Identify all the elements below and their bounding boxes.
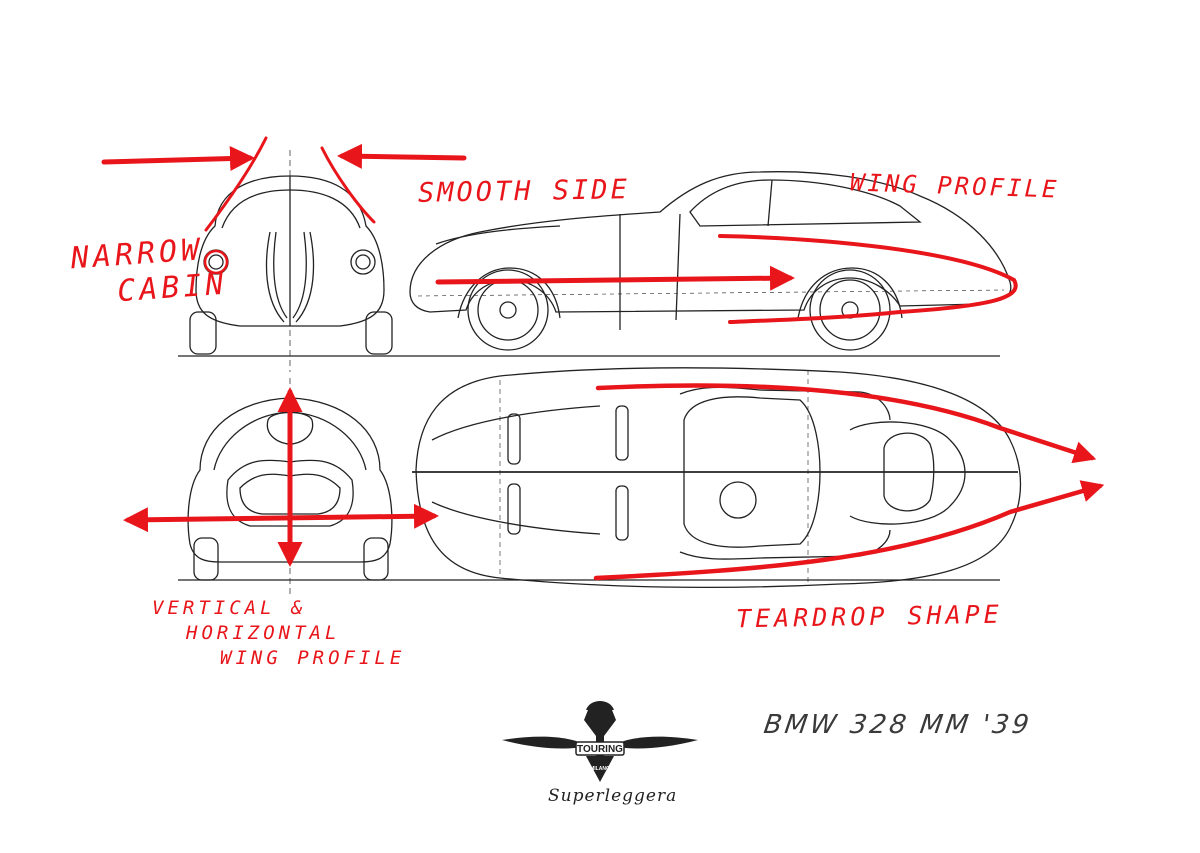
brand-wordmark: Superleggera	[548, 786, 678, 806]
car-line-drawings	[178, 150, 1022, 596]
annotation-teardrop-shape: TEARDROP SHAPE	[735, 599, 1003, 634]
model-caption: BMW 328 MM '39	[761, 710, 1034, 740]
logo-crown-t	[584, 710, 616, 768]
logo-badge-text: TOURING	[577, 744, 623, 755]
horizontal-arrow	[123, 503, 439, 533]
annotation-vertical-horizontal: VERTICAL & HORIZONTAL WING PROFILE	[152, 596, 405, 671]
side-wing-profile-curve	[718, 234, 1018, 324]
logo-left-wing	[502, 736, 588, 749]
left-inward-arrow	[101, 146, 255, 172]
teardrop-upper-arrow	[595, 383, 1097, 464]
annotation-vertical-line1: VERTICAL &	[152, 597, 307, 619]
logo-badge-sub: MILANO	[590, 766, 610, 772]
top-view	[412, 367, 1022, 589]
logo-right-wing	[612, 736, 698, 749]
annotation-wing-profile: WING PROFILE	[849, 168, 1060, 204]
annotation-narrow-cabin: NARROW CABIN	[70, 231, 229, 314]
annotation-vertical-line2: HORIZONTAL	[186, 622, 341, 644]
right-inward-arrow	[337, 143, 467, 169]
logo-badge-plate	[575, 741, 625, 756]
red-annotation-strokes	[101, 136, 1105, 581]
annotation-vertical-line3: WING PROFILE	[220, 647, 406, 669]
annotation-smooth-side: SMOOTH SIDE	[417, 174, 631, 209]
touring-logo: TOURING MILANO	[502, 701, 698, 782]
smooth-side-arrow	[435, 265, 795, 291]
teardrop-lower-arrow	[593, 480, 1105, 581]
